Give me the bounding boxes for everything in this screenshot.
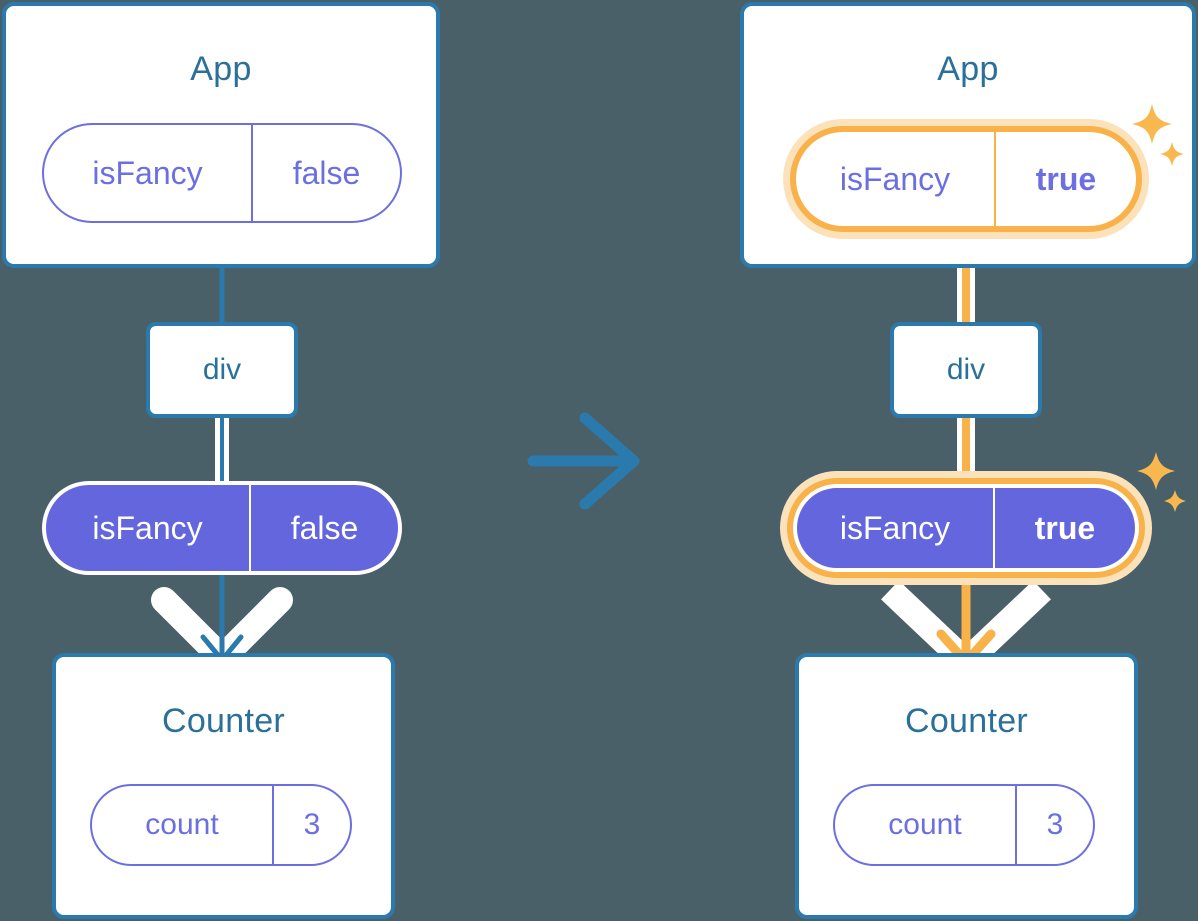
div-node-after: div: [890, 322, 1042, 418]
app-title-after: App: [937, 50, 999, 88]
pill-value: true: [994, 132, 1136, 226]
pill-name: isFancy: [839, 160, 951, 197]
pill-value: false: [251, 125, 400, 221]
pill-name: isFancy: [92, 154, 203, 191]
div-node-before: div: [146, 322, 298, 418]
prop-pill-after[interactable]: isFancy true: [793, 484, 1139, 572]
counter-state-pill-after[interactable]: count 3: [833, 784, 1095, 866]
div-label: div: [202, 353, 242, 386]
pill-value: false: [249, 485, 398, 571]
app-title-before: App: [190, 50, 252, 88]
pill-name: count: [888, 808, 962, 841]
counter-title-after: Counter: [904, 702, 1029, 740]
div-label: div: [946, 353, 986, 386]
pill-value: 3: [1015, 786, 1093, 864]
pill-value: 3: [272, 786, 350, 864]
prop-pill-before[interactable]: isFancy false: [42, 481, 402, 575]
pill-name: count: [145, 808, 219, 841]
counter-state-pill-before[interactable]: count 3: [90, 784, 352, 866]
counter-title-before: Counter: [161, 702, 286, 740]
app-state-pill-after[interactable]: isFancy true: [790, 126, 1142, 232]
pill-name: isFancy: [839, 509, 951, 546]
transition-arrow-right-icon: [527, 412, 640, 510]
app-state-pill-before[interactable]: isFancy false: [42, 123, 402, 223]
pill-value: true: [993, 488, 1135, 568]
pill-name: isFancy: [92, 509, 203, 546]
